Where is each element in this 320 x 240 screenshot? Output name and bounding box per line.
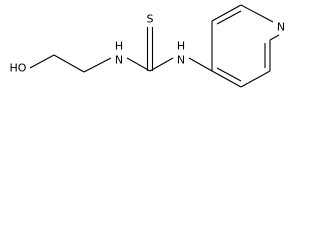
amine-left-n-label: N: [115, 54, 123, 67]
bond-o-c1: [29, 54, 55, 69]
bond-c3-s-double: [146, 27, 154, 71]
pyridine-n-label: N: [277, 21, 285, 34]
bond-c1-c2: [53, 54, 85, 73]
pyridine-ring: [211, 4, 280, 88]
amine-right-n-label: N: [177, 54, 185, 67]
bond-n1-c3: [126, 57, 151, 72]
bond-c2-n1: [83, 57, 112, 73]
hydroxyl-label: HO: [10, 62, 27, 75]
amine-left-h-label: H: [115, 40, 123, 53]
amine-right-h-label: H: [177, 40, 185, 53]
thione-s-label: S: [147, 13, 154, 26]
bond-n2-c4: [188, 57, 213, 72]
chemical-structure: HO H N S H N N: [10, 4, 285, 88]
bond-c3-n2: [149, 57, 174, 72]
